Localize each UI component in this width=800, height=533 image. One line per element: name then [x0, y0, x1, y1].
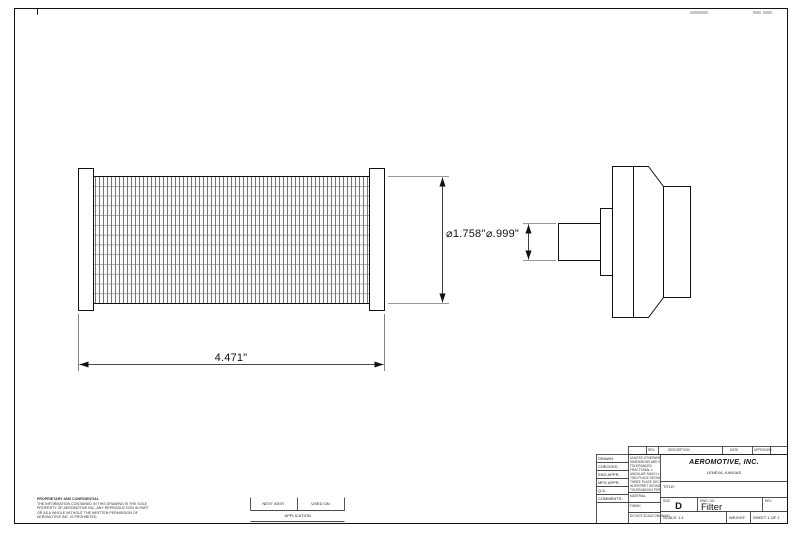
- revision-col-date: DATE: [730, 448, 739, 452]
- approval-row-eng-appr: ENG APPR.: [598, 472, 620, 477]
- tolerance-line: INTERPRET GEOMETRIC: [630, 484, 660, 489]
- finish-label: FINISH: [630, 504, 641, 508]
- used-on-label: USED ON: [311, 501, 330, 506]
- proprietary-line: PROPRIETARY AND CONFIDENTIAL: [37, 497, 99, 501]
- proprietary-line: OR AS A WHOLE WITHOUT THE WRITTEN PERMIS…: [37, 510, 138, 515]
- drawing-size: D: [675, 501, 682, 512]
- application-label: APPLICATION: [284, 513, 311, 518]
- proprietary-line: AEROMOTIVE INC. IS PROHIBITED.: [37, 515, 98, 520]
- tolerance-line: THREE PLACE DECIMAL ±: [630, 480, 660, 485]
- dimension-length-label: 4.471": [204, 352, 258, 364]
- tolerance-line: TOLERANCES:: [630, 464, 653, 469]
- proprietary-line: PROPERTY OF AEROMOTIVE INC. ANY REPRODUC…: [37, 506, 149, 511]
- approval-row-checked: CHECKED: [598, 464, 618, 469]
- revision-col-rev: REV.: [648, 448, 656, 452]
- tolerance-block: UNLESS OTHERWISE SPECIFIED: DIMENSIONS A…: [630, 456, 660, 492]
- sheet-value: SHEET 1 OF 1: [753, 515, 780, 520]
- tolerance-line: TOLERANCING PER:: [630, 488, 660, 492]
- next-assy-label: NEXT ASSY: [262, 501, 285, 506]
- revision-col-description: DESCRIPTION: [668, 448, 690, 452]
- tolerance-line: UNLESS OTHERWISE SPECIFIED:: [630, 456, 660, 460]
- proprietary-line: THE INFORMATION CONTAINED IN THIS DRAWIN…: [37, 501, 148, 506]
- title-label: TITLE:: [663, 484, 676, 489]
- company-address: LENEXA, KANSAS: [706, 470, 742, 475]
- dwg-no-label: DWG. NO.: [700, 498, 716, 503]
- application-block-grid: [250, 497, 345, 522]
- company-name: AEROMOTIVE, INC.: [689, 459, 759, 466]
- element-rib-lines: [94, 186, 369, 295]
- revision-col-approved: APPROVED: [754, 448, 772, 452]
- approval-row-drawn: DRAWN: [598, 456, 613, 461]
- housing-step-lines: [600, 166, 664, 318]
- print-stamp-marks: [690, 11, 772, 14]
- approval-row-comments: COMMENTS:: [598, 496, 623, 501]
- do-not-scale-label: DO NOT SCALE DRAWING: [630, 514, 670, 518]
- approval-row-qa: Q.A.: [598, 488, 607, 493]
- element-end-cap-right: [369, 168, 385, 311]
- element-end-cap-left: [78, 168, 94, 311]
- border-frame: [14, 8, 788, 524]
- size-label: SIZE: [663, 498, 671, 503]
- housing-view: [558, 166, 691, 318]
- scale-value: SCALE: 1:1: [663, 515, 684, 520]
- dimension-element-diameter-label: ⌀1.758": [446, 228, 486, 240]
- proprietary-notice: PROPRIETARY AND CONFIDENTIAL THE INFORMA…: [37, 497, 247, 521]
- tolerance-line: FRACTIONAL ±: [630, 468, 653, 473]
- tolerance-line: DIMENSIONS ARE IN INCHES: [630, 460, 660, 465]
- weight-label: WEIGHT:: [729, 515, 746, 520]
- tolerance-line: TWO PLACE DECIMAL ±: [630, 476, 660, 481]
- drawing-title: Filter: [701, 502, 723, 513]
- dimension-port-diameter-label: ⌀.999": [485, 228, 519, 240]
- rev-label: REV: [765, 498, 772, 503]
- tolerance-line: ANGULAR: MACH ± BEND ±: [630, 472, 660, 477]
- approval-row-mfg-appr: MFG APPR.: [598, 480, 620, 485]
- dimension-lines: [78, 176, 556, 371]
- filter-element-view: [78, 168, 385, 311]
- material-label: MATERIAL: [630, 494, 646, 498]
- title-block-grid: [596, 446, 788, 524]
